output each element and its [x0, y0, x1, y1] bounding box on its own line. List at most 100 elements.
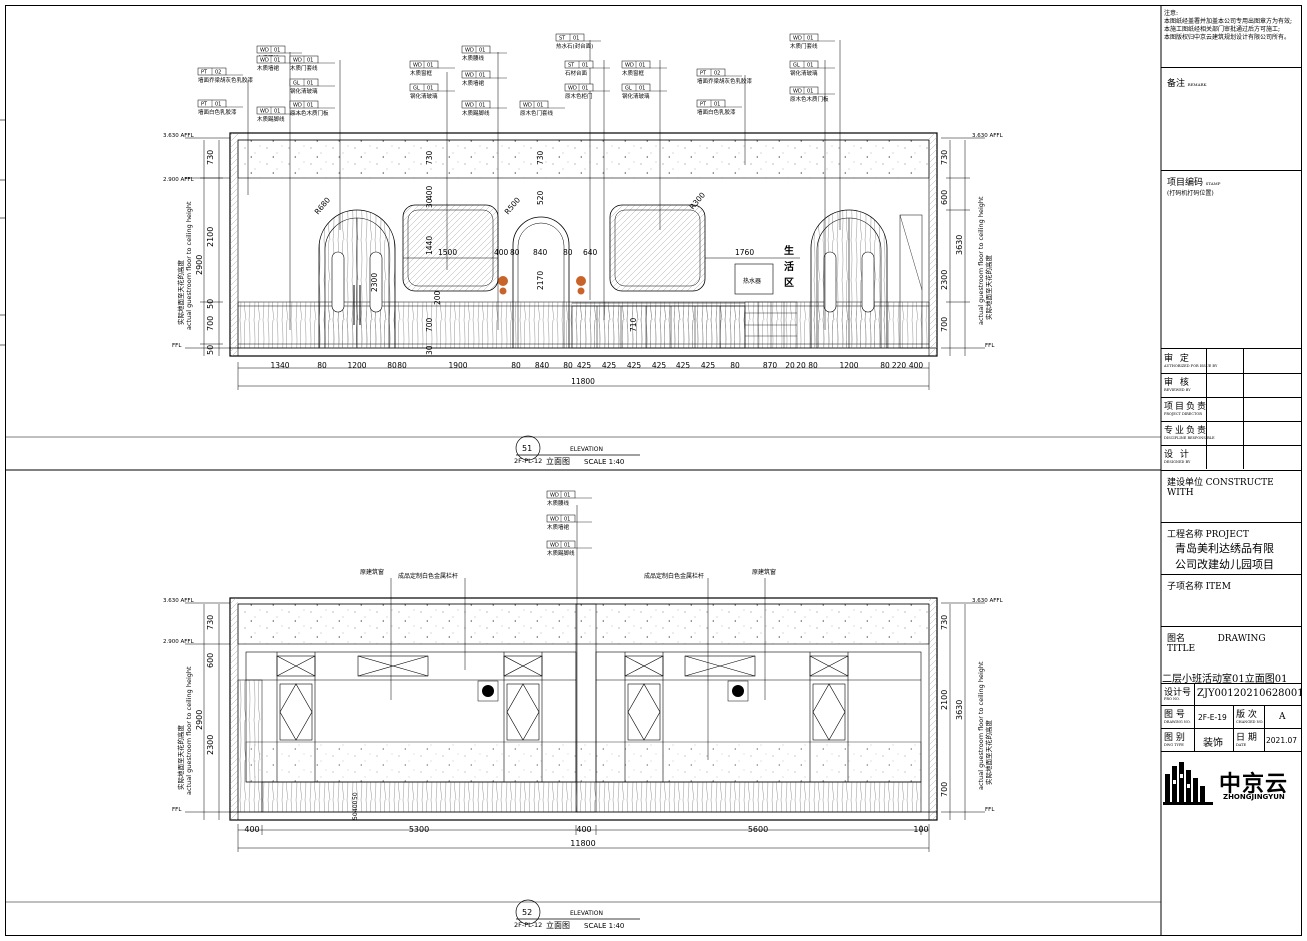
callout-code: 01	[582, 86, 588, 92]
e1-db-15: 80	[730, 361, 740, 370]
e1-vert-cn-r: 实际地面至天花的高度	[984, 255, 993, 321]
callout-code: WD	[260, 109, 269, 115]
drawing-title-en: DRAWING TITLE	[1167, 634, 1266, 654]
callout-code: PT	[700, 71, 707, 77]
date-value: 2021.07	[1266, 736, 1298, 745]
drawing-no-value: 2F-E-19	[1198, 713, 1227, 722]
callout-code: 01	[639, 63, 645, 69]
callout-code: WD	[793, 89, 802, 95]
callout-text: 木质墙裙	[257, 64, 280, 72]
construct-label: 建设单位	[1167, 478, 1204, 488]
drawing-title-value: 二层小班活动室01立面图01	[1162, 674, 1288, 684]
e2-small-1: 400	[352, 800, 359, 812]
drawing-title-label: 图名	[1167, 634, 1186, 644]
e1-in-20: 710	[629, 317, 638, 332]
callout-text: 木质踢脚线	[547, 549, 575, 557]
notes-line-1: 本施工图纸经相关部门审批通过后方可施工;	[1164, 26, 1281, 33]
e2-db-1: 5300	[409, 825, 429, 834]
category-row: 图 别 DWG TYPE 装饰 日 期 DATE 2021.07	[1161, 729, 1301, 752]
e2-label-1: 成品定制白色金属栏杆	[398, 572, 458, 580]
callout-text: 木质踢脚线	[257, 115, 285, 123]
callout-code: 01	[427, 86, 433, 92]
project-box: 工程名称 PROJECT 青岛美利达绣品有限 公司改建幼儿园项目	[1161, 523, 1301, 575]
e2-dim-3630: 3630	[955, 700, 964, 720]
callout-text: 木质墙裙	[547, 523, 570, 531]
e1-in-21: 30	[425, 345, 434, 355]
e1-dim-r2: 730	[940, 150, 949, 165]
callout-code: 01	[479, 103, 485, 109]
building-logo-icon	[1163, 762, 1213, 805]
sign-label: 专业负责	[1164, 426, 1209, 436]
e1-db-5: 1900	[448, 361, 467, 370]
e1-dim-r3: 700	[940, 317, 949, 332]
callout-code: 01	[307, 58, 313, 64]
sign-label: 设 计	[1164, 450, 1191, 460]
callout-text: 木质墙裙	[462, 79, 485, 87]
drawing-no-en: DRAWING NO.	[1164, 720, 1191, 724]
e1-dim-2900: 2900	[195, 255, 204, 275]
e1-db-9: 425	[577, 361, 592, 370]
e2-word: ELEVATION	[570, 910, 603, 917]
sign-en: DESIGNED BY	[1164, 460, 1191, 464]
callout-code: GL	[793, 63, 800, 69]
e1-in-17: 2300	[370, 273, 379, 292]
notes-line-0: 本图纸经盖署并加盖本公司专用出图章方为有效;	[1164, 18, 1293, 25]
e1-in-2: 400	[425, 185, 434, 200]
e1-db-8: 80	[563, 361, 573, 370]
elev1-callouts: WD01木质腰线WD01木质墙裙PT02墙面乔梁胡灰色乳胶漆PT01墙面白色乳胶…	[197, 33, 835, 123]
construct-box: 建设单位 CONSTRUCTE WITH	[1161, 471, 1301, 523]
category-value: 装饰	[1203, 738, 1223, 749]
callout-code: 01	[307, 81, 313, 87]
project-code-box: 项目编码 STAMP (打码机打码位置)	[1161, 171, 1301, 349]
callout-text: 木质腰线	[547, 499, 570, 507]
e1-db-17: 20	[785, 361, 795, 370]
callout-code: ST	[559, 36, 566, 42]
logo-text-en: ZHONGJINGYUN	[1223, 793, 1285, 801]
date-en: DATE	[1236, 743, 1247, 747]
elev2-title: 52 2F-PL-12 ELEVATION 立面图 SCALE 1:40	[514, 899, 640, 930]
elevation-51	[185, 40, 985, 390]
e1-db-7: 840	[535, 361, 550, 370]
e1-title: 立面图	[546, 456, 570, 466]
e1-in-6: 80	[510, 248, 520, 257]
e2-lvl-ffl-r: FFL	[985, 807, 995, 813]
e2-dim-l1: 600	[206, 653, 215, 668]
callout-text: 钢化清玻璃	[622, 92, 650, 100]
elev1-title: 51 2F-PL-12 ELEVATION 立面图 SCALE 1:40	[514, 435, 640, 466]
e1-lvl-ffl-r: FFL	[985, 343, 995, 349]
e1-in-9: 640	[583, 248, 598, 257]
date-label: 日 期	[1236, 733, 1257, 743]
e1-total: 11800	[571, 377, 595, 386]
zone-char-0: 生	[784, 244, 794, 257]
callout-code: 01	[564, 517, 570, 523]
e1-in-13: 2170	[536, 271, 545, 290]
callout-text: 木质窗框	[410, 69, 433, 77]
e1-db-2: 1200	[347, 361, 366, 370]
e1-in-15: R300	[688, 190, 708, 211]
project-code-sub: (打码机打码位置)	[1167, 190, 1214, 197]
e2-ref: 2F-PL-12	[514, 921, 542, 929]
callout-code: 01	[274, 48, 280, 54]
e2-total: 11800	[570, 839, 595, 848]
callout-code: PT	[700, 102, 707, 108]
callout-text: 墙面白色乳胶漆	[697, 108, 736, 116]
callout-text: 木质踢脚线	[462, 109, 490, 117]
callout-text: 原木色柜门	[565, 92, 593, 100]
e2-title: 立面图	[546, 920, 570, 930]
sign-en: DISCIPLINE RESPONSIBLE	[1164, 436, 1215, 440]
project-code-label: 项目编码	[1167, 178, 1204, 188]
design-no-en: PRO NO.	[1164, 697, 1180, 701]
e2-small-2: 50	[352, 812, 359, 820]
callout-code: 01	[714, 102, 720, 108]
